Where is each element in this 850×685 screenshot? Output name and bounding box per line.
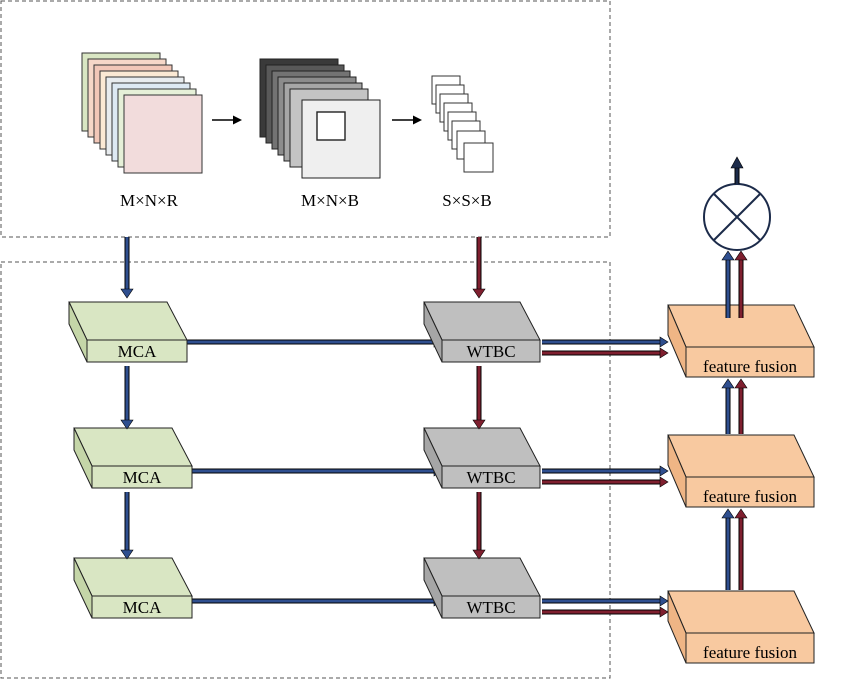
wtbc-label: WTBC [466,598,515,617]
arrow-wtbc-to-fusion-blue-3 [542,595,669,607]
wtbc-vertical-arrows [472,366,486,560]
fusion-vertical-arrows [721,250,748,590]
preprocessing-region [0,0,611,238]
feature-fusion-label: feature fusion [703,357,797,376]
mca-label: MCA [123,598,162,617]
arrow-input-to-mca [120,237,134,299]
patch-cube-label: S×S×B [442,191,491,210]
mca-block-3: MCA [73,557,193,619]
feature-fusion-label: feature fusion [703,487,797,506]
wtbc-block-1: WTBC [423,301,541,363]
mca-vertical-arrows [120,366,134,560]
mca-block-2: MCA [73,427,193,489]
wtbc-block-3: WTBC [423,557,541,619]
input-cube-label: M×N×R [120,191,179,210]
band-selected-cube [259,58,381,179]
arrow-patch-to-wtbc [472,237,486,299]
output-arrow [730,156,744,184]
feature-extraction-region [0,261,611,679]
wtbc-label: WTBC [466,342,515,361]
band-cube-label: M×N×B [301,191,359,210]
feature-fusion-block-3: feature fusion [667,590,815,664]
feature-fusion-block-1: feature fusion [667,304,815,378]
arrow-mca-to-wtbc-3 [192,595,443,607]
mca-label: MCA [118,342,157,361]
arrow-wtbc-to-fusion-blue-2 [542,465,669,477]
wtbc-block-2: WTBC [423,427,541,489]
multiply-circle-icon [703,183,771,251]
arrow-wtbc-to-fusion-red-2 [542,476,669,488]
arrow-mca-to-wtbc-2 [192,465,443,477]
arrow-mca-to-wtbc-1 [187,336,443,348]
input-hyperspectral-cube [81,52,203,174]
arrow-wtbc-to-fusion-red-1 [542,347,669,359]
arrow-wtbc-to-fusion-red-3 [542,606,669,618]
mca-label: MCA [123,468,162,487]
feature-fusion-block-2: feature fusion [667,434,815,508]
arrow-wtbc-to-fusion-blue-1 [542,336,669,348]
mca-block-1: MCA [68,301,188,363]
wtbc-label: WTBC [466,468,515,487]
patch-cube [431,75,494,173]
feature-fusion-label: feature fusion [703,643,797,662]
